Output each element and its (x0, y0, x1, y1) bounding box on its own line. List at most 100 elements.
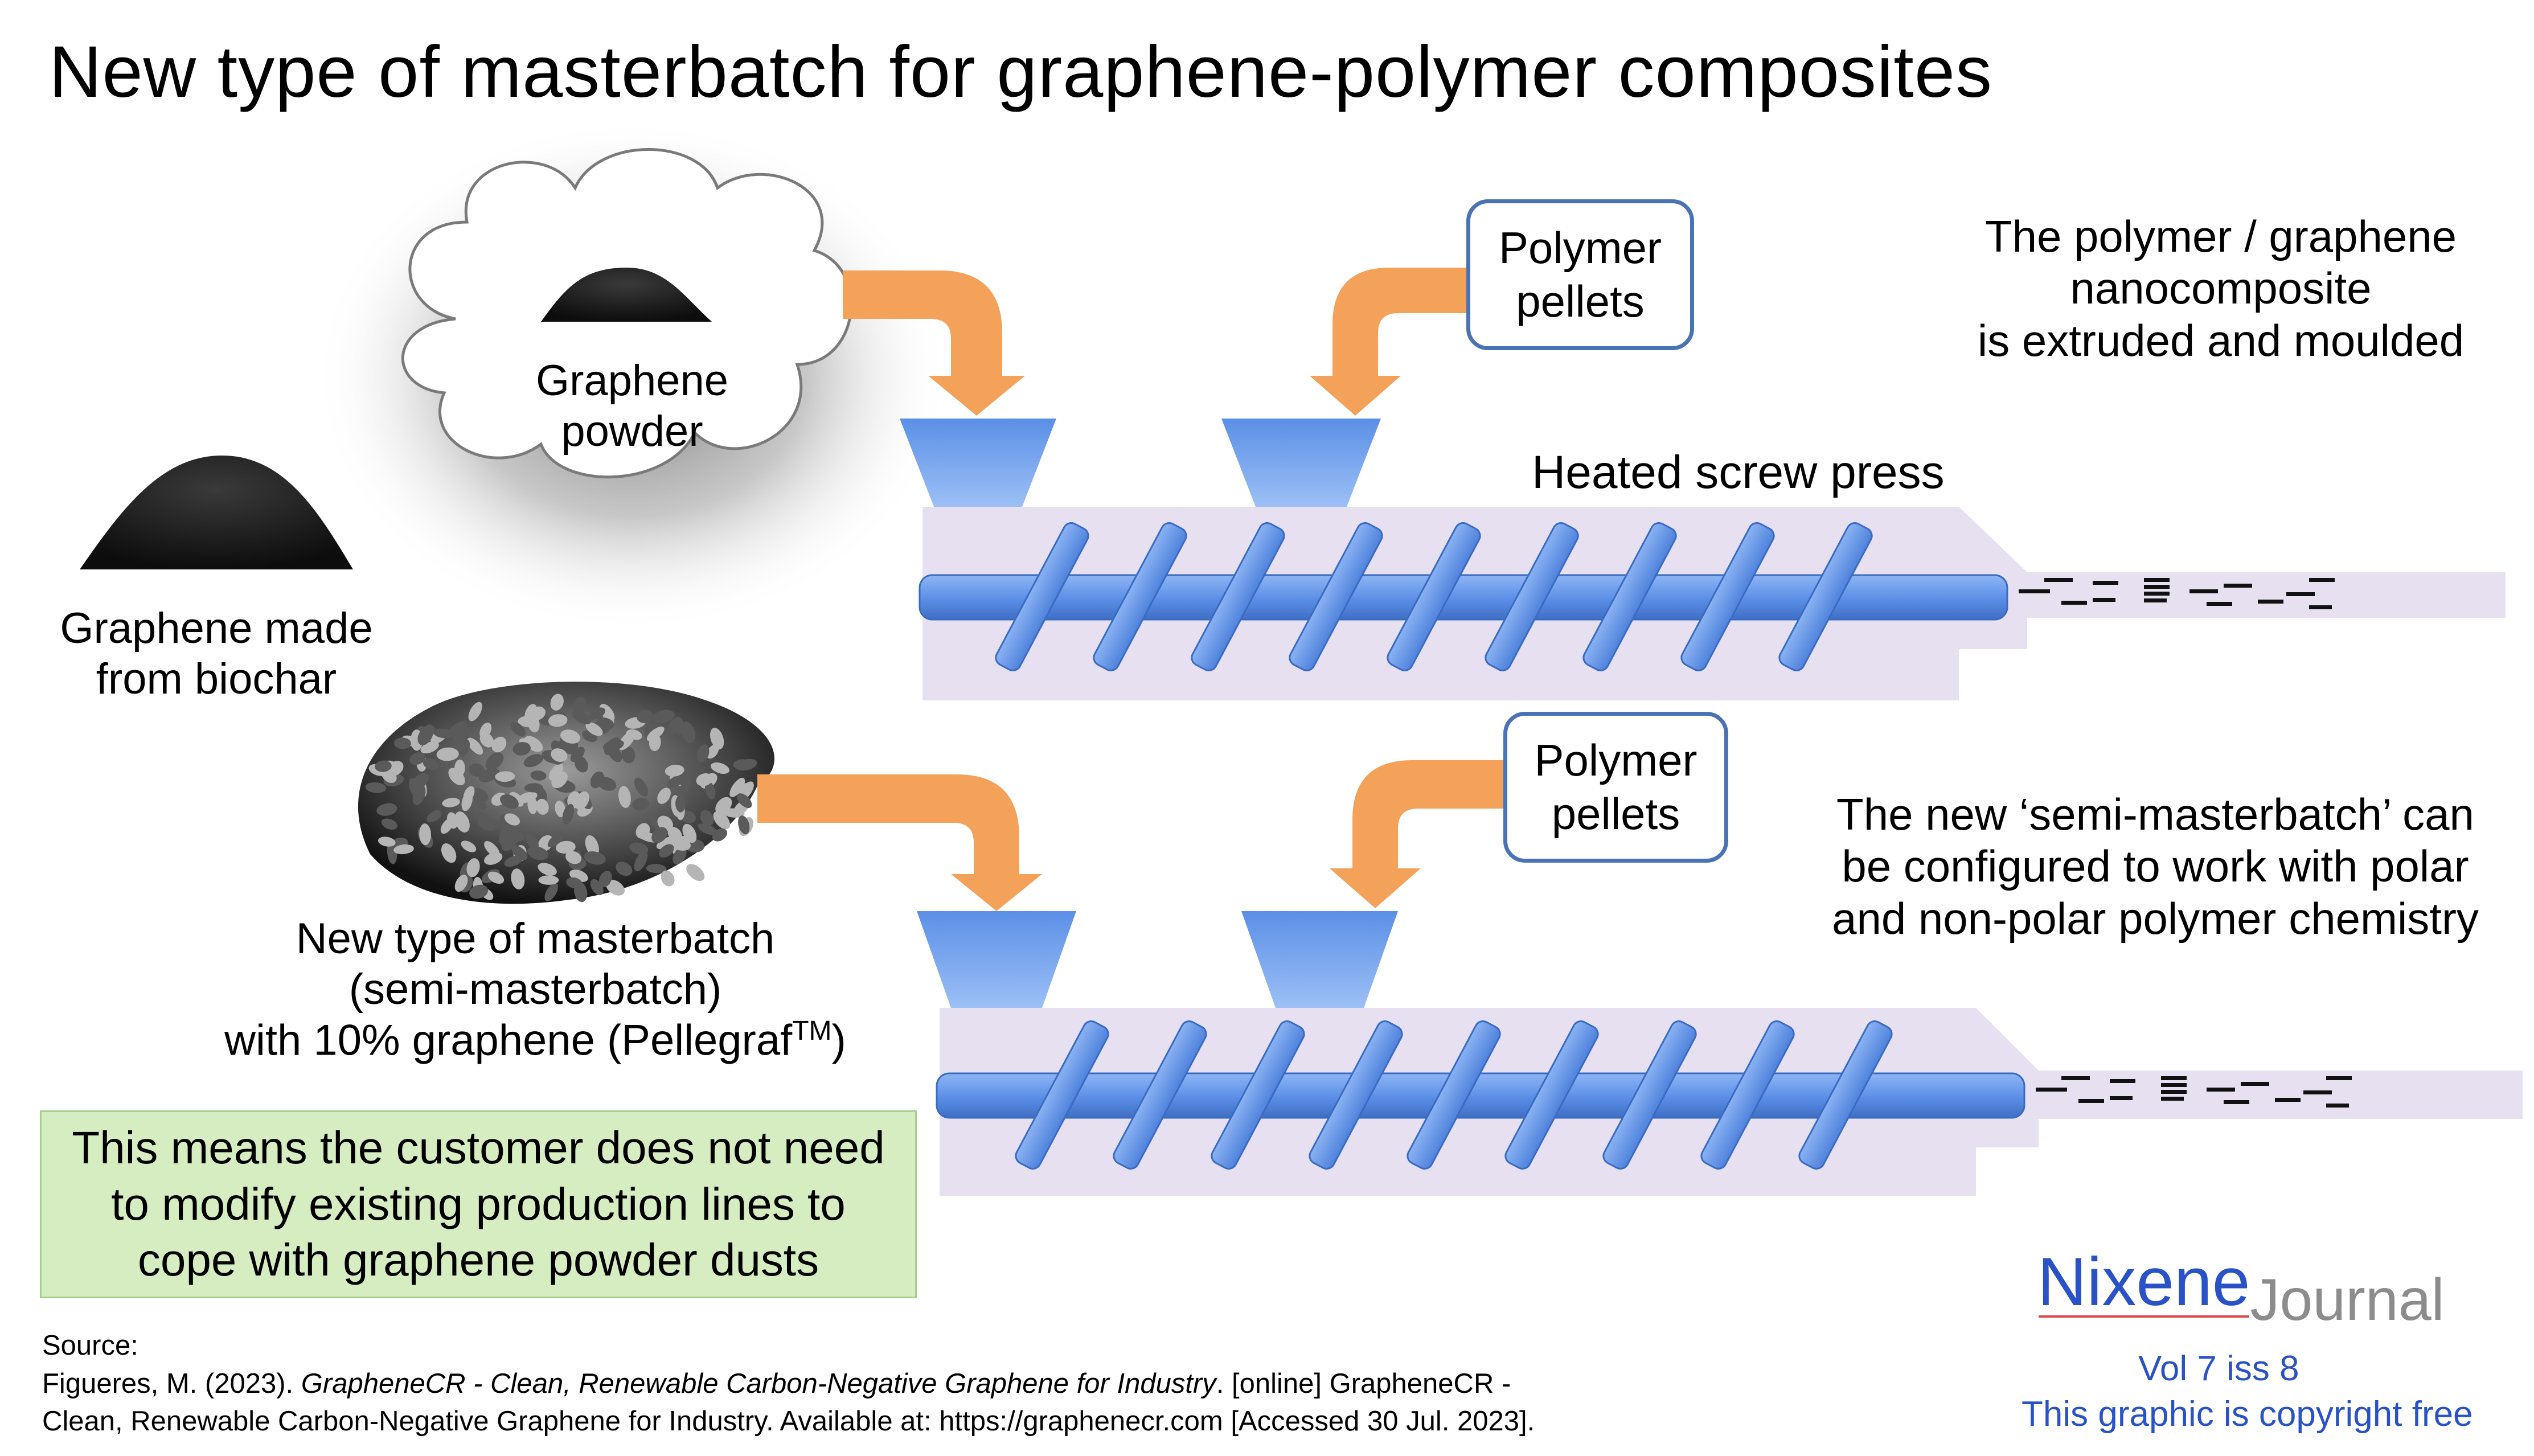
pellet (538, 835, 553, 852)
pellet (673, 847, 687, 865)
polymer-pellets-box-top: Polymer pellets (1466, 199, 1694, 350)
pellet (696, 744, 710, 762)
screw-blade (1485, 522, 1579, 671)
pellet (665, 764, 684, 777)
pellet (394, 737, 411, 749)
semi-masterbatch-label-line: be configured to work with polar (1842, 841, 2469, 892)
masterbatch-pellets-pile-icon (358, 682, 774, 904)
extrudate-dash (2309, 578, 2335, 582)
source-line: Clean, Renewable Carbon-Negative Graphen… (42, 1406, 1535, 1437)
extrudate-dash (2286, 592, 2315, 596)
pellet (651, 827, 668, 843)
pellet (454, 875, 468, 892)
masterbatch-label: New type of masterbatch (semi-masterbatc… (171, 914, 900, 1066)
extrudate-dash (2144, 578, 2170, 582)
pellet (381, 818, 397, 830)
pellet (524, 704, 538, 724)
source-text: . [online] GrapheneCR - (1216, 1368, 1511, 1399)
extrudate-dash (2144, 585, 2170, 589)
pellet (657, 788, 671, 804)
pellet (427, 810, 442, 822)
arrow-graphene-to-hopper (843, 270, 1025, 416)
pellet (474, 792, 486, 811)
screw-blades-top (995, 522, 1873, 671)
pellet (423, 758, 440, 770)
pellet (597, 717, 614, 729)
graphene-powder-pile-icon (541, 268, 712, 322)
pellet (469, 884, 489, 899)
pellet (461, 840, 477, 852)
pellet (686, 864, 705, 881)
pellet (616, 862, 633, 876)
pellet (700, 810, 714, 826)
pellet (393, 844, 414, 855)
pellet (682, 823, 697, 843)
pellet (598, 871, 612, 888)
extrudate-dash (2061, 601, 2087, 605)
pellet (454, 759, 465, 777)
source-citation: Source: Figueres, M. (2023). GrapheneCR … (42, 1327, 1535, 1441)
pellet (442, 798, 460, 807)
logo-nixene: Nixene (2037, 1244, 2250, 1320)
hopper-bottom-1 (917, 911, 1076, 1008)
pellet (715, 797, 732, 814)
pellet (698, 823, 717, 835)
pellet (413, 776, 425, 795)
screw-press-label: Heated screw press (1532, 446, 1945, 498)
nixene-journal-logo: NixeneJournal (2037, 1242, 2445, 1333)
pellet (440, 818, 454, 834)
pellet (544, 883, 558, 901)
pellet (454, 811, 470, 832)
pellet (376, 803, 397, 816)
extrudate-dash (2326, 1104, 2349, 1108)
nanocomposite-label: The polymer / graphene nanocomposite is … (1947, 211, 2494, 367)
pellet (527, 796, 538, 814)
extrudate-dash (2224, 1100, 2249, 1104)
pellet (632, 797, 649, 811)
pellet (504, 855, 523, 867)
source-text: Figueres, M. (2023). (42, 1368, 301, 1399)
pellet (572, 711, 592, 725)
pellet (466, 858, 480, 877)
pellet (710, 728, 724, 750)
pellet (387, 841, 397, 864)
pellet (573, 696, 586, 713)
pellet (603, 739, 624, 752)
callout-line: to modify existing production lines to (111, 1178, 846, 1229)
pellet (646, 864, 667, 873)
biochar-label: Graphene made from biochar (34, 604, 399, 705)
extrudate-dash (2241, 1082, 2269, 1086)
screw-blade (1778, 522, 1873, 671)
pellet (487, 871, 505, 884)
screw-blade (1289, 522, 1383, 671)
pellet (729, 777, 745, 797)
masterbatch-label-line: with 10% graphene (PellegrafTM) (171, 1015, 900, 1066)
pellet (523, 754, 543, 768)
biochar-label-line: Graphene made (60, 604, 373, 653)
nanocomposite-label-line: is extruded and moulded (1977, 315, 2465, 366)
pellet (463, 786, 475, 802)
extrudate-dash (2309, 605, 2332, 609)
extrudate-top (2019, 578, 2335, 609)
pellet (712, 828, 727, 842)
pellet (585, 722, 603, 736)
pellet (538, 875, 559, 885)
pellet (419, 823, 431, 846)
masterbatch-label-line: (semi-masterbatch) (348, 965, 722, 1014)
masterbatch-label-text: with 10% graphene (Pellegraf (224, 1016, 793, 1065)
pellet (629, 842, 649, 855)
pellet (675, 795, 686, 813)
extrudate-dash (2061, 1076, 2090, 1080)
screw-blade (1798, 1020, 1893, 1170)
graphene-powder-label-line: Graphene (535, 356, 729, 405)
extrudate-dash (2019, 589, 2050, 593)
pellet (560, 729, 580, 744)
biochar-label-line: from biochar (96, 654, 337, 703)
pellet (484, 840, 500, 857)
pellet (478, 768, 500, 782)
pellet (468, 763, 485, 777)
source-heading: Source: (42, 1330, 138, 1361)
screw-blade (1309, 1020, 1403, 1170)
pellet (696, 773, 713, 786)
extrudate-dash (2110, 1079, 2135, 1083)
